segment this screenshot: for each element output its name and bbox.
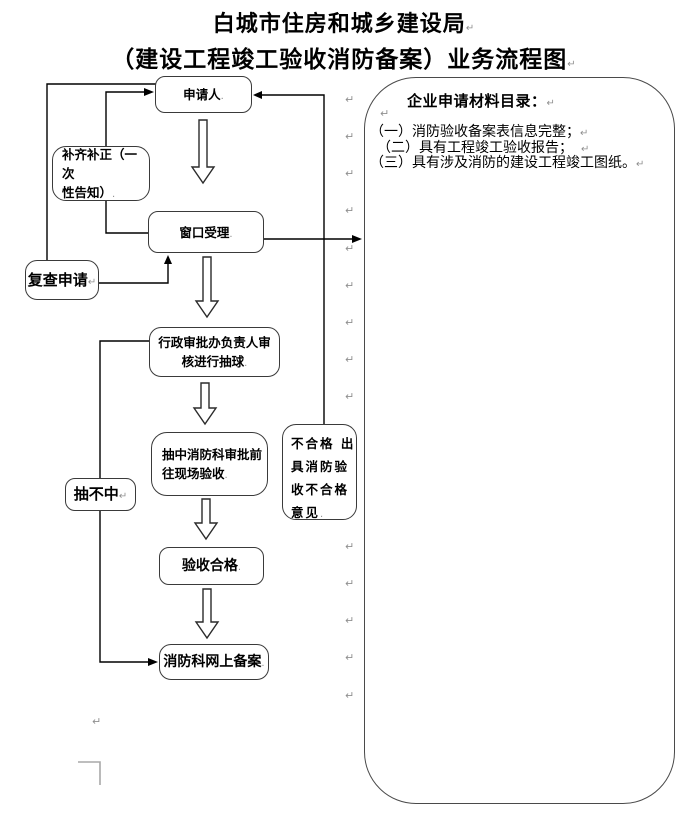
materials-panel-heading: 企业申请材料目录：↵ bbox=[407, 90, 555, 111]
flowchart-node-review: 行政审批办负责人审 核进行抽球. bbox=[149, 327, 280, 377]
arrowhead-into-applicant-right bbox=[253, 91, 262, 99]
block-arrow-review-to-drawn bbox=[192, 382, 218, 426]
node-label: 抽中消防科审批前 往现场验收 bbox=[162, 447, 263, 481]
flowchart-node-filing: 消防科网上备案. bbox=[159, 644, 269, 680]
arrowhead-into-window-bottom bbox=[164, 255, 172, 264]
connector-recheck-to-window bbox=[99, 262, 169, 284]
heading-text: 企业申请材料目录： bbox=[407, 92, 547, 110]
formatting-mark: ↵ bbox=[118, 491, 128, 502]
formatting-mark: . bbox=[220, 91, 224, 102]
node-label: 补齐补正（一次 性告知） bbox=[62, 147, 138, 200]
connector-recheck-to-applicant bbox=[46, 83, 156, 260]
paragraph-mark: ↵ bbox=[345, 316, 355, 329]
paragraph-mark: ↵ bbox=[345, 540, 355, 553]
node-label: 申请人 bbox=[183, 87, 221, 102]
paragraph-mark: ↵ bbox=[546, 98, 556, 109]
paragraph-mark: ↵ bbox=[636, 159, 645, 170]
flowchart-node-pass: 验收合格. bbox=[159, 547, 264, 585]
paragraph-mark: ↵ bbox=[345, 204, 355, 217]
flowchart-node-supplement: 补齐补正（一次 性告知）. bbox=[52, 146, 150, 201]
materials-list-item: （二）具有工程竣工验收报告； ↵ bbox=[377, 139, 670, 157]
connector-supplement-to-applicant bbox=[105, 91, 145, 148]
paragraph-mark: ↵ bbox=[345, 614, 355, 627]
flowchart-node-applicant: 申请人. bbox=[155, 76, 252, 113]
formatting-mark: . bbox=[261, 657, 265, 669]
paragraph-mark: ↵ bbox=[465, 23, 476, 34]
formatting-mark: . bbox=[237, 561, 242, 573]
formatting-mark: . bbox=[229, 228, 233, 240]
node-label: 抽不中 bbox=[73, 485, 119, 503]
list-item-text: （三）具有涉及消防的建设工程竣工图纸。 bbox=[370, 155, 636, 171]
block-arrow-drawn-to-pass bbox=[193, 498, 219, 541]
paragraph-mark: ↵ bbox=[345, 577, 355, 590]
paragraph-mark: ↵ bbox=[345, 353, 355, 366]
materials-list-item: （三）具有涉及消防的建设工程竣工图纸。↵ bbox=[370, 155, 670, 172]
materials-list-item: （一）消防验收备案表信息完整；↵ bbox=[370, 124, 670, 141]
arrowhead-into-applicant-left bbox=[144, 88, 154, 96]
formatting-mark: . bbox=[112, 189, 116, 200]
frame-anchor-corner bbox=[78, 761, 101, 785]
formatting-mark: . bbox=[320, 509, 326, 520]
paragraph-mark: ↵ bbox=[92, 715, 102, 728]
flowchart-node-fail: 不合格 出 具消防验 收不合格 意见. bbox=[282, 424, 357, 520]
block-arrow-pass-to-filing bbox=[194, 588, 220, 640]
paragraph-mark: ↵ bbox=[345, 167, 355, 180]
paragraph-mark: ↵ bbox=[345, 130, 355, 143]
formatting-mark: . bbox=[224, 470, 228, 481]
paragraph-mark: ↵ bbox=[581, 143, 590, 155]
block-arrow-window-to-review bbox=[194, 256, 220, 319]
flowchart-node-drawn: 抽中消防科审批前 往现场验收. bbox=[151, 432, 268, 496]
title-text: （建设工程竣工验收消防备案）业务流程图 bbox=[111, 47, 568, 73]
block-arrow-applicant-to-window bbox=[190, 119, 216, 185]
paragraph-mark: ↵ bbox=[567, 59, 577, 70]
list-item-text: （二）具有工程竣工验收报告； bbox=[377, 139, 573, 156]
node-label: 不合格 出 具消防验 收不合格 意见 bbox=[291, 436, 356, 520]
arrowhead-into-filing bbox=[148, 658, 158, 666]
list-item-text: （一）消防验收备案表信息完整； bbox=[370, 124, 580, 140]
materials-list: （一）消防验收备案表信息完整；↵ （二）具有工程竣工验收报告；↵ （三）具有涉及… bbox=[370, 124, 670, 172]
paragraph-mark: ↵ bbox=[380, 107, 390, 120]
connector-fail-to-applicant bbox=[261, 94, 325, 424]
node-label: 窗口受理 bbox=[179, 224, 230, 240]
connector-window-to-supplement bbox=[105, 201, 148, 234]
page-title-line1: 白城市住房和城乡建设局↵ bbox=[0, 6, 688, 38]
materials-panel bbox=[364, 77, 675, 804]
paragraph-mark: ↵ bbox=[345, 390, 355, 403]
paragraph-mark: ↵ bbox=[345, 242, 355, 255]
paragraph-mark: ↵ bbox=[345, 651, 355, 664]
arrowhead-into-panel bbox=[352, 235, 362, 243]
node-label: 行政审批办负责人审 核进行抽球 bbox=[158, 335, 271, 369]
page-title-line2: （建设工程竣工验收消防备案）业务流程图↵ bbox=[0, 40, 688, 74]
node-label: 复查申请 bbox=[27, 270, 88, 289]
flowchart-node-not-drawn: 抽不中↵ bbox=[65, 478, 136, 511]
paragraph-mark: ↵ bbox=[580, 128, 589, 139]
paragraph-mark: ↵ bbox=[345, 93, 355, 106]
node-label: 消防科网上备案 bbox=[163, 653, 262, 670]
flowchart-node-window: 窗口受理. bbox=[148, 211, 264, 253]
paragraph-mark: ↵ bbox=[345, 689, 355, 702]
node-label: 验收合格 bbox=[181, 557, 238, 574]
formatting-mark: . bbox=[244, 358, 248, 369]
formatting-mark: ↵ bbox=[87, 276, 97, 288]
flowchart-node-recheck: 复查申请↵ bbox=[25, 260, 99, 300]
title-text: 白城市住房和城乡建设局 bbox=[212, 12, 466, 37]
paragraph-mark: ↵ bbox=[345, 279, 355, 292]
